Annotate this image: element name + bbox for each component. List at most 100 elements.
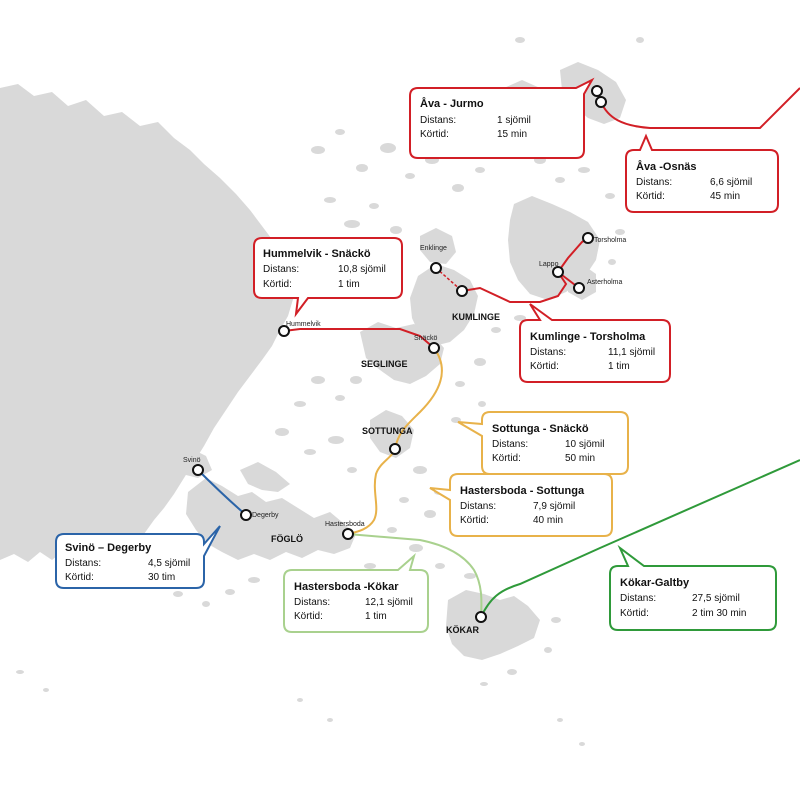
callout-sottunga-snacko: Sottunga - Snäckö Distans: 10 sjömil Kör… [457,411,629,475]
route-callouts: Åva - Jurmo Distans: 1 sjömil Körtid: 15… [55,77,779,633]
time-value: 1 tim [338,279,360,290]
label-torsholma: Torsholma [594,237,626,244]
sottunga-island [370,410,414,458]
label-sottunga: SOTTUNGA [362,426,413,436]
distance-label: Distans: [420,115,456,126]
distance-label: Distans: [620,593,656,604]
label-kokar: KÖKAR [446,625,479,635]
distance-value: 6,6 sjömil [710,177,752,188]
time-label: Körtid: [636,191,665,202]
label-hastersboda: Hastersboda [325,521,365,528]
distance-label: Distans: [460,501,496,512]
kumlinge-island [410,264,478,346]
port-lappo [552,266,564,278]
distance-label: Distans: [263,264,299,275]
time-value: 50 min [565,453,595,464]
time-value: 1 tim [608,361,630,372]
place-labels: Enklinge Torsholma Lappo Asterholma Humm… [183,237,626,635]
distance-label: Distans: [530,347,566,358]
port-hastersboda [342,528,354,540]
enklinge-island [420,228,456,264]
callout-hummelvik-snacko: Hummelvik - Snäckö Distans: 10,8 sjömil … [253,237,403,318]
time-label: Körtid: [65,572,94,583]
callout-ava-jurmo: Åva - Jurmo Distans: 1 sjömil Körtid: 15… [409,77,595,159]
foglo-north [240,462,290,492]
label-seglinge: SEGLINGE [361,359,408,369]
port-asterholma [573,282,585,294]
time-label: Körtid: [294,611,323,622]
callout-kokar-galtby: Kökar-Galtby Distans: 27,5 sjömil Körtid… [609,544,777,631]
label-degerby: Degerby [252,512,279,519]
callout-hastersboda-sottunga: Hastersboda - Sottunga Distans: 7,9 sjöm… [429,473,613,537]
label-hummelvik: Hummelvik [286,321,321,328]
distance-label: Distans: [492,439,528,450]
label-kumlinge: KUMLINGE [452,312,500,322]
route-hummelvik-snacko [283,328,435,349]
route-hastersboda-kokar [347,533,483,618]
time-value: 30 tim [148,572,175,583]
land-masses [0,37,644,746]
time-label: Körtid: [620,608,649,619]
callout-title: Svinö – Degerby [65,542,152,554]
asterholma-island [566,264,596,300]
route-snacko-sottunga [394,347,443,450]
port-sottunga [389,443,401,455]
port-svino [192,464,204,476]
port-snacko [428,342,440,354]
callout-title: Kumlinge - Torsholma [530,331,646,343]
callout-svino-degerby: Svinö – Degerby Distans: 4,5 sjömil Kört… [55,525,221,589]
distance-value: 7,9 sjömil [533,501,575,512]
time-value: 40 min [533,515,563,526]
route-kokar-galtby [480,459,800,618]
port-kokar [475,611,487,623]
time-label: Körtid: [420,129,449,140]
time-label: Körtid: [263,279,292,290]
port-hummelvik [278,325,290,337]
time-value: 45 min [710,191,740,202]
distance-value: 12,1 sjömil [365,597,413,608]
distance-value: 1 sjömil [497,115,531,126]
time-value: 15 min [497,129,527,140]
distance-value: 10,8 sjömil [338,264,386,275]
distance-value: 4,5 sjömil [148,558,190,569]
route-ava-osnas [600,87,800,129]
callout-title: Kökar-Galtby [620,577,690,589]
callout-title: Åva -Osnäs [636,160,697,173]
port-enklinge [430,262,442,274]
kokar-island [446,590,540,660]
distance-value: 27,5 sjömil [692,593,740,604]
label-lappo: Lappo [539,261,559,268]
skerries [16,37,644,746]
route-kumlinge-torsholma [461,237,589,303]
callout-hastersboda-kokar: Hastersboda -Kökar Distans: 12,1 sjömil … [283,553,429,633]
label-enklinge: Enklinge [420,245,447,252]
callout-kumlinge-torsholma: Kumlinge - Torsholma Distans: 11,1 sjömi… [519,303,671,383]
time-label: Körtid: [530,361,559,372]
port-jurmo [591,85,603,97]
label-snacko: Snäckö [414,335,437,342]
distance-value: 11,1 sjömil [608,347,655,358]
distance-label: Distans: [636,177,672,188]
callout-ava-osnas: Åva -Osnäs Distans: 6,6 sjömil Körtid: 4… [625,133,779,213]
callout-title: Hastersboda - Sottunga [460,485,585,497]
callout-title: Sottunga - Snäckö [492,423,589,435]
callout-title: Hastersboda -Kökar [294,581,399,593]
label-foglo: FÖGLÖ [271,534,303,544]
port-ava [595,96,607,108]
label-svino: Svinö [183,457,201,464]
time-label: Körtid: [492,453,521,464]
callout-title: Hummelvik - Snäckö [263,248,371,260]
time-label: Körtid: [460,515,489,526]
label-asterholma: Asterholma [587,279,623,286]
time-value: 2 tim 30 min [692,608,746,619]
distance-value: 10 sjömil [565,439,604,450]
distance-label: Distans: [294,597,330,608]
mainland-aland [0,84,294,562]
port-markers [192,85,607,623]
route-sottunga-hastersboda [347,448,396,535]
callout-title: Åva - Jurmo [420,97,484,110]
time-value: 1 tim [365,611,387,622]
port-degerby [240,509,252,521]
